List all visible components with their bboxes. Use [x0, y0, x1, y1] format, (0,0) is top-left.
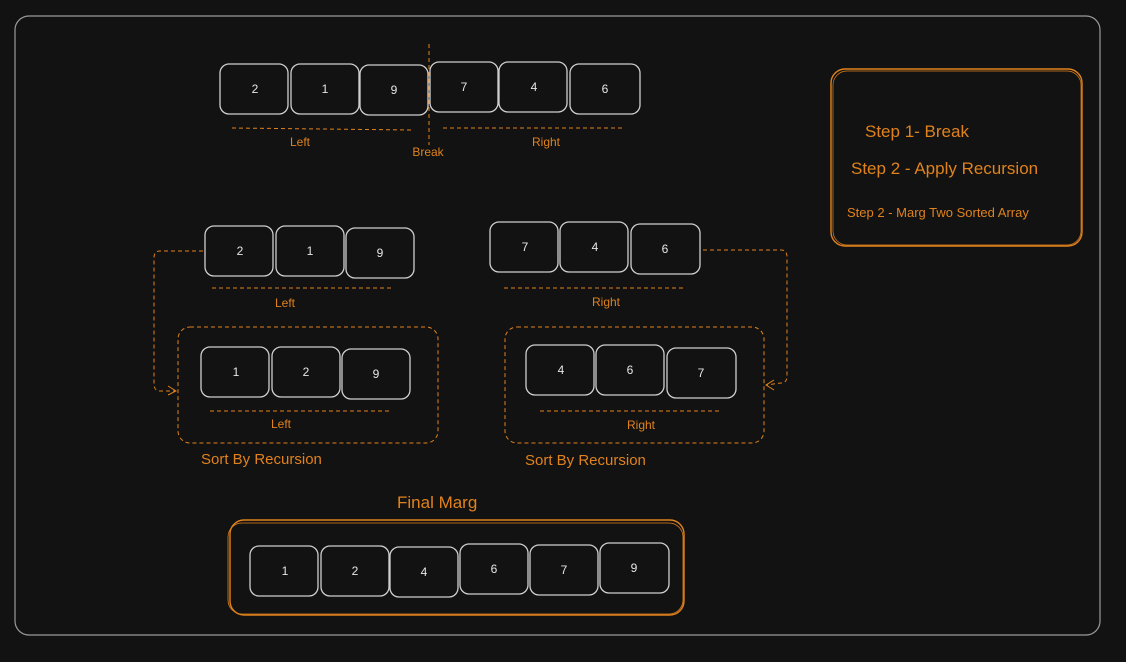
cell-value: 2 [303, 365, 310, 379]
array-cell: 9 [341, 348, 411, 400]
left-recursion-arrow [153, 250, 203, 396]
steps-box-sketch [832, 70, 1082, 246]
left-split-label: Left [275, 296, 296, 310]
step-3-text: Step 2 - Marg Two Sorted Array [847, 205, 1029, 220]
cell-value: 9 [377, 246, 384, 260]
left-split-array: 2 1 9 Left [204, 225, 415, 310]
cell-value: 7 [522, 240, 529, 254]
array-cell: 1 [249, 545, 319, 597]
cell-value: 2 [352, 564, 359, 578]
left-sorted-group: 1 2 9 Left Sort By Recursion [177, 326, 439, 468]
array-cell: 6 [459, 543, 529, 595]
array-cell: 6 [595, 344, 665, 396]
array-cell: 4 [525, 344, 595, 396]
cell-value: 1 [307, 244, 314, 258]
left-label: Left [290, 135, 311, 149]
array-cell: 4 [498, 61, 568, 113]
cell-value: 1 [282, 564, 289, 578]
right-sorted-label: Right [627, 418, 656, 432]
array-cell: 7 [489, 221, 559, 273]
cell-value: 2 [237, 244, 244, 258]
array-cell: 2 [271, 346, 341, 398]
top-array: 2 1 9 7 4 6 Left Right Break [219, 44, 641, 159]
right-split-label: Right [592, 295, 621, 309]
cell-value: 6 [627, 363, 634, 377]
final-merge-group: Final Marg 1 2 4 6 7 9 [227, 493, 685, 616]
array-cell: 7 [666, 347, 737, 399]
cell-value: 4 [531, 80, 538, 94]
cell-value: 6 [662, 242, 669, 256]
cell-value: 1 [322, 82, 329, 96]
left-sorted-label: Left [271, 417, 292, 431]
array-cell: 7 [529, 544, 599, 596]
cell-value: 4 [558, 363, 565, 377]
steps-panel: Step 1- Break Step 2 - Apply Recursion S… [830, 68, 1083, 247]
array-cell: 4 [389, 546, 459, 598]
array-cell: 9 [345, 227, 415, 279]
cell-value: 6 [602, 82, 609, 96]
cell-value: 7 [698, 366, 705, 380]
array-cell: 2 [320, 545, 390, 597]
array-cell: 9 [359, 64, 429, 116]
break-label: Break [412, 145, 444, 159]
array-cell: 2 [219, 63, 289, 115]
right-split-array: 7 4 6 Right [489, 221, 701, 309]
array-cell: 9 [599, 542, 670, 594]
right-recursion-arrow [703, 249, 788, 391]
left-sort-caption: Sort By Recursion [201, 451, 322, 468]
cell-value: 4 [421, 565, 428, 579]
right-label: Right [532, 135, 561, 149]
cell-value: 4 [592, 240, 599, 254]
final-merge-box [229, 519, 685, 616]
cell-value: 1 [233, 365, 240, 379]
step-1-text: Step 1- Break [865, 122, 969, 141]
left-sorted-box [177, 326, 439, 444]
cell-value: 9 [391, 83, 398, 97]
array-cell: 1 [200, 346, 270, 398]
array-cell: 4 [559, 221, 629, 273]
array-cell: 6 [569, 63, 641, 115]
step-2-text: Step 2 - Apply Recursion [851, 159, 1038, 178]
outer-frame [14, 15, 1101, 636]
cell-value: 7 [461, 80, 468, 94]
final-merge-box-sketch [227, 522, 684, 615]
cell-value: 6 [491, 562, 498, 576]
final-merge-title: Final Marg [397, 493, 477, 512]
cell-value: 9 [631, 561, 638, 575]
array-cell: 1 [290, 63, 360, 115]
steps-box [830, 68, 1083, 247]
right-sorted-group: 4 6 7 Right Sort By Recursion [504, 326, 765, 469]
cell-value: 9 [373, 367, 380, 381]
array-cell: 1 [275, 225, 345, 277]
array-cell: 6 [630, 223, 701, 275]
right-sort-caption: Sort By Recursion [525, 452, 646, 469]
left-underline [231, 127, 413, 131]
array-cell: 2 [204, 225, 274, 277]
cell-value: 7 [561, 563, 568, 577]
cell-value: 2 [252, 82, 259, 96]
array-cell: 7 [429, 61, 499, 113]
